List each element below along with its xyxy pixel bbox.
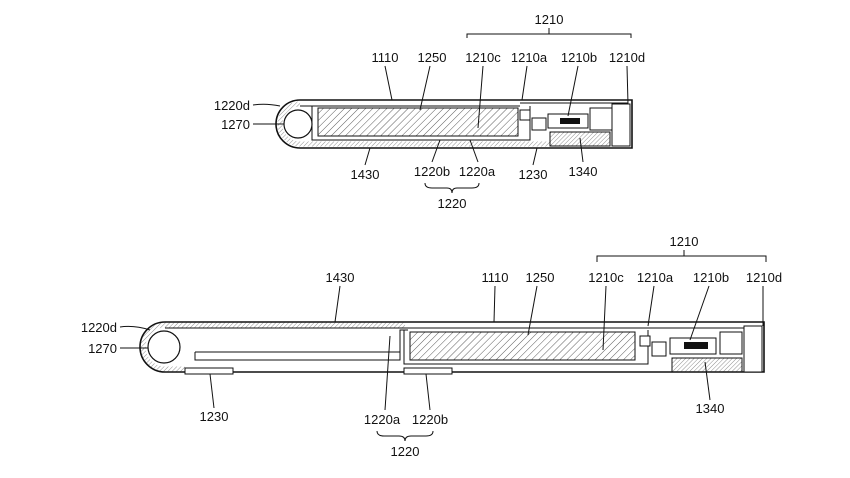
label-1110: 1110 <box>372 50 399 65</box>
housing-outline <box>275 99 633 149</box>
flexible-display-band <box>277 101 552 147</box>
roller <box>283 109 313 139</box>
flexible-display-band <box>140 322 405 372</box>
inner-bracket <box>311 106 531 141</box>
label-1220a: 1220a <box>364 412 401 427</box>
leader-1340 <box>704 361 711 401</box>
leader-1250 <box>527 285 538 336</box>
leader-1430 <box>334 285 341 323</box>
leader-1110 <box>493 285 496 323</box>
label-1250: 1250 <box>526 270 555 285</box>
leader-1110 <box>384 65 393 101</box>
label-1270: 1270 <box>88 341 117 356</box>
figure-b-labels: 1210 1430 1110 1250 1210c 1210a 1210b 12… <box>81 234 782 459</box>
leader-1210c <box>602 285 607 351</box>
label-1210: 1210 <box>670 234 699 249</box>
label-1220: 1220 <box>438 196 467 211</box>
battery <box>409 331 636 361</box>
inner-bracket <box>403 330 649 365</box>
end-cap <box>611 103 631 147</box>
leader-1210c <box>477 65 484 129</box>
component-a <box>639 335 651 347</box>
leader-1210a <box>647 285 655 327</box>
leader-1220a <box>469 139 479 163</box>
battery <box>317 107 519 137</box>
label-1210d: 1210d <box>609 50 645 65</box>
label-1220d: 1220d <box>81 320 117 335</box>
label-1430: 1430 <box>351 167 380 182</box>
brace-1220 <box>424 182 480 194</box>
chip <box>560 118 580 124</box>
label-1250: 1250 <box>418 50 447 65</box>
brace-1220 <box>376 430 434 442</box>
brace-1210 <box>596 255 767 262</box>
label-1210b: 1210b <box>693 270 729 285</box>
label-1220d: 1220d <box>214 98 250 113</box>
figure-b-leaders <box>119 250 767 442</box>
label-1230: 1230 <box>200 409 229 424</box>
label-1210c: 1210c <box>588 270 624 285</box>
leader-1210b <box>689 285 710 341</box>
figure-a-labels: 1210 1110 1250 1210c 1210a 1210b 1210d 1… <box>214 12 645 211</box>
leader-1220d <box>252 103 281 107</box>
label-1210a: 1210a <box>511 50 548 65</box>
leader-1210d <box>626 65 629 105</box>
component-a <box>519 109 531 121</box>
component-c <box>589 107 613 131</box>
label-1230: 1230 <box>519 167 548 182</box>
chip <box>684 342 708 349</box>
figure-a-leaders <box>252 28 632 194</box>
sliding-plate <box>194 329 408 361</box>
label-1220: 1220 <box>391 444 420 459</box>
leader-1220b <box>431 139 441 163</box>
housing-outline <box>139 321 765 373</box>
leader-1220a <box>384 335 391 411</box>
leader-1230 <box>532 147 538 166</box>
leader-1210a <box>521 65 528 101</box>
rear-frame <box>671 357 743 373</box>
label-1210b: 1210b <box>561 50 597 65</box>
component-b <box>531 117 547 131</box>
leader-1250 <box>419 65 431 111</box>
label-1210a: 1210a <box>637 270 674 285</box>
label-1220a: 1220a <box>459 164 496 179</box>
bottom-rail-right <box>403 367 453 375</box>
bottom-rail-left <box>184 367 234 375</box>
label-1220b: 1220b <box>414 164 450 179</box>
figure-a-device <box>275 99 633 149</box>
roller <box>147 330 181 364</box>
label-1210: 1210 <box>535 12 564 27</box>
leader-1220b <box>425 373 431 411</box>
label-1210d: 1210d <box>746 270 782 285</box>
component-c <box>719 331 743 355</box>
leader-1230 <box>209 373 215 409</box>
component-b <box>651 341 667 357</box>
label-1340: 1340 <box>696 401 725 416</box>
label-1270: 1270 <box>221 117 250 132</box>
label-1430: 1430 <box>326 270 355 285</box>
label-1340: 1340 <box>569 164 598 179</box>
label-1210c: 1210c <box>465 50 501 65</box>
label-1220b: 1220b <box>412 412 448 427</box>
end-cap <box>743 325 763 373</box>
label-1110: 1110 <box>482 270 509 285</box>
leader-1210b <box>567 65 579 117</box>
brace-1210 <box>466 33 632 38</box>
leader-1220d <box>119 325 151 331</box>
leader-1430 <box>364 147 371 166</box>
figure-b-device <box>139 321 765 375</box>
leader-1340 <box>579 137 584 163</box>
